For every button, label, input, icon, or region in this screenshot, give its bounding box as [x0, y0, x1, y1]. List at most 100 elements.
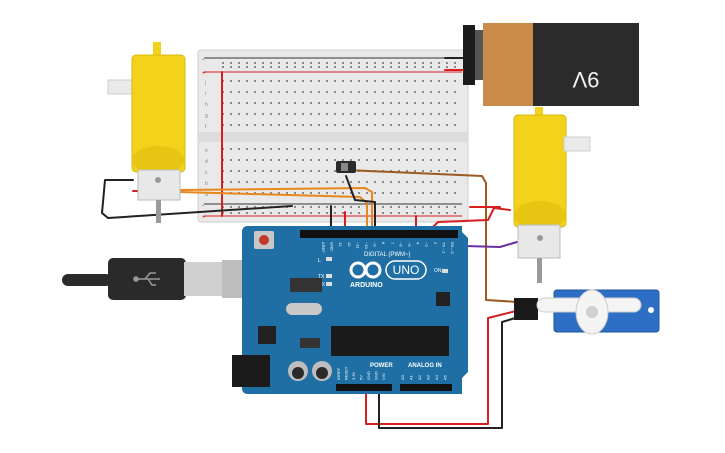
breadboard-hole — [414, 192, 416, 194]
breadboard-hole — [398, 181, 400, 183]
breadboard-hole — [262, 80, 264, 82]
breadboard-hole — [350, 66, 352, 68]
breadboard-hole — [358, 62, 360, 64]
breadboard-hole — [334, 206, 336, 208]
breadboard-hole — [238, 159, 240, 161]
breadboard-hole — [318, 170, 320, 172]
breadboard-hole — [382, 206, 384, 208]
breadboard-hole — [382, 181, 384, 183]
on-label: ON — [434, 268, 442, 274]
wire-motor-right-red[interactable] — [427, 207, 511, 233]
breadboard-hole — [422, 181, 424, 183]
usb-cable[interactable] — [62, 258, 260, 300]
breadboard-hole — [286, 102, 288, 104]
breadboard-hole — [334, 181, 336, 183]
breadboard-hole — [262, 159, 264, 161]
breadboard-hole — [374, 159, 376, 161]
breadboard-hole — [318, 66, 320, 68]
breadboard-hole — [414, 212, 416, 214]
breadboard-hole — [238, 113, 240, 115]
breadboard-hole — [278, 91, 280, 93]
breadboard-hole — [358, 113, 360, 115]
breadboard-hole — [302, 192, 304, 194]
breadboard-hole — [254, 62, 256, 64]
breadboard-hole — [270, 170, 272, 172]
battery-9v[interactable]: 9V — [463, 23, 639, 106]
breadboard-hole — [294, 91, 296, 93]
dc-motor-right[interactable] — [513, 107, 591, 283]
wire-orange-1[interactable] — [179, 187, 373, 233]
pin-label: RESET — [344, 366, 349, 380]
pin-label: ~5 — [407, 242, 412, 247]
dc-motor-left[interactable] — [107, 42, 186, 223]
breadboard-hole — [270, 212, 272, 214]
breadboard-hole — [262, 91, 264, 93]
wire-brown-servo[interactable] — [345, 169, 519, 303]
breadboard-hole — [278, 124, 280, 126]
breadboard-hole — [334, 170, 336, 172]
pin-label: GND — [330, 242, 335, 251]
breadboard-hole — [246, 66, 248, 68]
breadboard-hole — [406, 206, 408, 208]
breadboard-hole — [350, 206, 352, 208]
breadboard-hole — [286, 159, 288, 161]
breadboard-hole — [254, 113, 256, 115]
wire-5v-servo[interactable] — [365, 309, 521, 425]
breadboard-hole — [318, 159, 320, 161]
micro-servo[interactable] — [514, 289, 660, 335]
breadboard-hole — [262, 62, 264, 64]
breadboard-hole — [430, 148, 432, 150]
pin-label: ~9 — [373, 242, 378, 247]
breadboard-hole — [382, 124, 384, 126]
breadboard-hole — [406, 124, 408, 126]
breadboard-hole — [390, 212, 392, 214]
breadboard-hole — [438, 148, 440, 150]
breadboard-hole — [254, 206, 256, 208]
breadboard-hole — [398, 159, 400, 161]
breadboard-hole — [358, 192, 360, 194]
wire-gnd-servo[interactable] — [378, 315, 523, 429]
slide-switch[interactable] — [336, 161, 356, 173]
battery-label: 9V — [572, 67, 599, 92]
breadboard-hole — [246, 212, 248, 214]
wire-switch-black[interactable] — [345, 175, 376, 233]
breadboard-hole — [430, 159, 432, 161]
pin-label: 2 — [433, 242, 438, 245]
breadboard-hole — [358, 80, 360, 82]
wire-motor-left-black[interactable] — [101, 179, 293, 219]
breadboard-hole — [366, 113, 368, 115]
breadboard-hole — [382, 66, 384, 68]
breadboard[interactable]: - + - + j i h g f e d c b a — [197, 49, 469, 223]
breadboard-hole — [238, 181, 240, 183]
breadboard-hole — [390, 148, 392, 150]
breadboard-hole — [390, 192, 392, 194]
breadboard-hole — [438, 62, 440, 64]
row-letter: e — [205, 148, 208, 154]
breadboard-hole — [438, 80, 440, 82]
breadboard-hole — [390, 181, 392, 183]
breadboard-hole — [398, 124, 400, 126]
breadboard-hole — [430, 91, 432, 93]
breadboard-hole — [422, 113, 424, 115]
breadboard-hole — [398, 170, 400, 172]
pin-label: A2 — [417, 374, 422, 380]
breadboard-hole — [270, 66, 272, 68]
breadboard-hole — [230, 148, 232, 150]
breadboard-hole — [430, 124, 432, 126]
breadboard-hole — [246, 62, 248, 64]
breadboard-hole — [382, 113, 384, 115]
pin-label: 4 — [416, 242, 421, 245]
breadboard-hole — [350, 181, 352, 183]
breadboard-hole — [262, 181, 264, 183]
breadboard-hole — [310, 148, 312, 150]
breadboard-hole — [278, 62, 280, 64]
breadboard-hole — [310, 212, 312, 214]
breadboard-hole — [398, 66, 400, 68]
breadboard-hole — [318, 113, 320, 115]
breadboard-hole — [406, 212, 408, 214]
breadboard-hole — [318, 102, 320, 104]
arduino-uno-board[interactable]: DIGITAL (PWM~) ARDUINO UNO L TX RX ON — [232, 226, 468, 394]
breadboard-hole — [254, 212, 256, 214]
